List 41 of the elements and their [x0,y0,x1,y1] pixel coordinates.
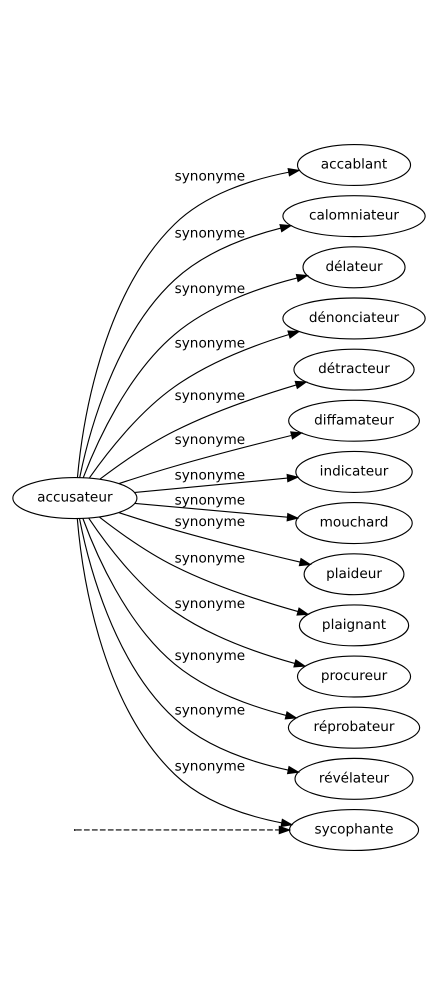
arrow [135,502,300,522]
edge-label: synonyme [174,514,246,530]
edge-label: synonyme [174,281,246,298]
node-ellipse: accablant [296,144,412,186]
edge-label: synonyme [174,467,246,484]
edge-label: synonyme [174,168,246,184]
arrow [89,330,300,478]
edge-label: synonyme [174,336,246,352]
arrow [82,518,298,720]
edge-label: synonyme [174,758,246,774]
arrow [100,380,308,480]
edge-label: synonyme [174,648,246,664]
node-ellipse: plaideur [304,553,404,596]
arrow [82,274,309,478]
node-ellipse: révélateur [294,758,414,800]
arrow [76,518,294,834]
node-ellipse: calomniateur [282,195,426,238]
arrow [88,518,306,668]
arrow [118,512,312,566]
node-ellipse: délateur [302,246,406,288]
arrow [76,168,301,478]
edge-label: synonyme [174,550,246,566]
arrow [118,431,304,484]
node-ellipse: réprobateur [288,706,420,749]
edge-label: synonyme [174,492,246,508]
arrow [79,224,292,478]
node-ellipse: indicateur [295,450,413,493]
arrow [76,826,292,834]
edge-label: synonyme [174,225,246,242]
node-ellipse: accusateur [12,477,138,520]
edge-label: synonyme [174,702,246,719]
edge-label: synonyme [174,388,246,404]
edge-label: synonyme [174,432,246,448]
node-ellipse: procureur [296,656,412,698]
node-ellipse: sycophante [288,808,420,852]
node-ellipse: mouchard [295,502,413,544]
node-ellipse: plaignant [298,604,410,646]
edge-label: synonyme [174,596,246,612]
arrow [135,474,300,494]
arrow [78,518,300,774]
arrow [99,516,310,616]
